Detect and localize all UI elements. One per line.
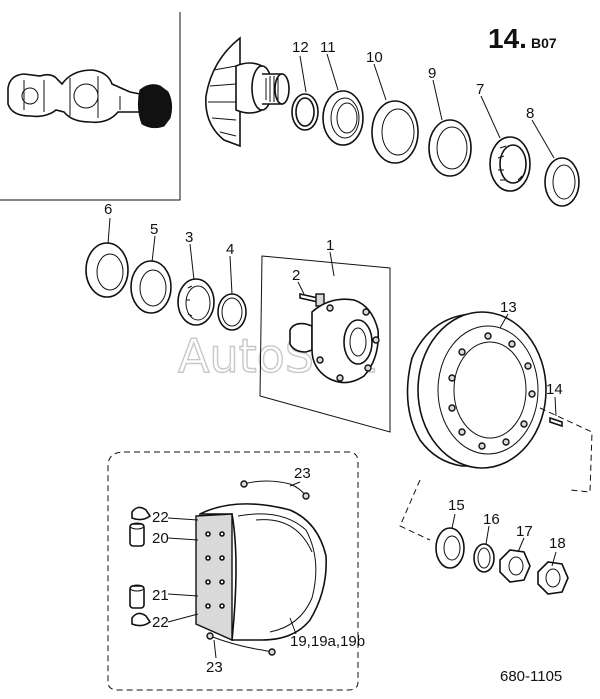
label-3: 3 xyxy=(185,229,193,246)
part-17-castle-nut xyxy=(499,549,531,583)
part-23-lower-spring xyxy=(206,632,276,656)
label-4: 4 xyxy=(226,241,234,258)
part-5-seal xyxy=(130,260,172,314)
part-23-upper-spring xyxy=(240,480,310,500)
label-15: 15 xyxy=(448,497,465,514)
highlighted-hub xyxy=(137,84,173,129)
label-6: 6 xyxy=(104,201,112,218)
label-10: 10 xyxy=(366,49,383,66)
label-14: 14 xyxy=(546,381,563,398)
label-16: 16 xyxy=(483,511,500,528)
part-20-pin xyxy=(129,522,145,547)
document-number: 680-1105 xyxy=(500,668,562,685)
part-4-snap-ring xyxy=(217,293,247,331)
label-22-bottom: 22 xyxy=(152,614,169,631)
label-17: 17 xyxy=(516,523,533,540)
lower-right-dashed-frame xyxy=(539,407,593,493)
part-2-bolt xyxy=(299,293,325,307)
part-6-seal xyxy=(85,242,129,298)
leader-lines xyxy=(107,53,557,659)
label-22-top: 22 xyxy=(152,509,169,526)
part-12-seal-ring xyxy=(291,93,319,131)
label-9: 9 xyxy=(428,65,436,82)
lining-rivets xyxy=(205,531,225,609)
axle-overview-inset xyxy=(0,12,181,201)
label-23-bottom: 23 xyxy=(206,659,223,676)
label-19: 19,19a,19b xyxy=(290,633,365,650)
part-1-hub-group xyxy=(259,255,391,433)
part-18-nut xyxy=(537,561,569,595)
drum-bolt-holes xyxy=(448,332,536,450)
label-11: 11 xyxy=(320,39,336,56)
label-7: 7 xyxy=(476,81,484,98)
part-13-brake-drum xyxy=(406,311,547,469)
part-16-o-ring xyxy=(473,543,495,573)
part-3-bearing xyxy=(177,278,215,326)
part-11-spacer xyxy=(322,90,364,146)
brake-shoe-assembly xyxy=(195,503,327,642)
part-22-upper-clip xyxy=(131,506,152,521)
label-5: 5 xyxy=(150,221,158,238)
part-10-ring xyxy=(371,100,419,164)
brake-shoe-dashed-box xyxy=(107,451,359,691)
label-18: 18 xyxy=(549,535,566,552)
label-1: 1 xyxy=(326,237,334,254)
lower-right-dashed-frame-left xyxy=(399,479,431,541)
axle-spindle xyxy=(205,36,290,148)
part-21-pin xyxy=(129,584,145,609)
label-23-top: 23 xyxy=(294,465,311,482)
label-2: 2 xyxy=(292,267,300,284)
page-section: B07 xyxy=(531,35,557,51)
part-7-roller-bearing xyxy=(489,136,531,192)
hub xyxy=(289,298,380,384)
part-14-screw xyxy=(549,416,563,428)
label-20: 20 xyxy=(152,530,169,547)
part-15-lock-washer xyxy=(435,527,465,569)
label-12: 12 xyxy=(292,39,309,56)
label-13: 13 xyxy=(500,299,517,316)
page-number: 14. xyxy=(488,23,527,54)
part-22-lower-clip xyxy=(131,612,152,627)
label-21: 21 xyxy=(152,587,169,604)
part-9-ring xyxy=(428,119,472,177)
part-8-bearing-cup xyxy=(544,157,580,207)
axle-housing xyxy=(7,69,141,124)
label-8: 8 xyxy=(526,105,534,122)
